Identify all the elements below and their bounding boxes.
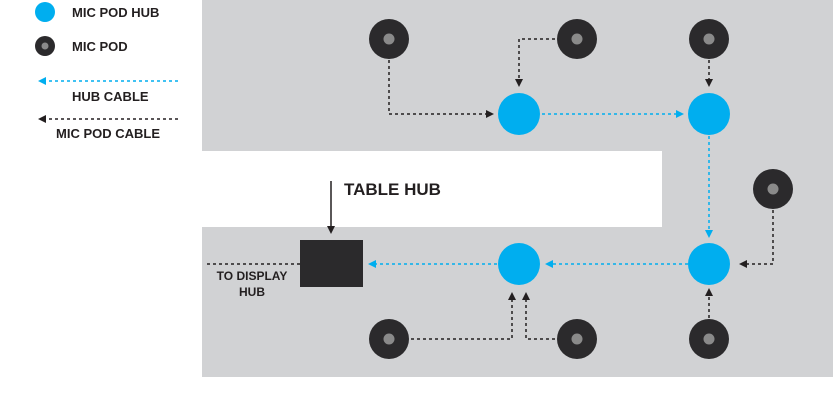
mic-pod-2 bbox=[557, 19, 597, 59]
legend-mic-pod-hub-label: MIC POD HUB bbox=[72, 5, 159, 20]
cable-pod2-to-hub1 bbox=[515, 38, 555, 87]
legend-hub-cable-label: HUB CABLE bbox=[72, 89, 149, 104]
cable-pod1-to-hub1 bbox=[388, 60, 494, 118]
to-display-label-line2: HUB bbox=[239, 285, 265, 299]
to-display-label-line1: TO DISPLAY bbox=[217, 269, 288, 283]
mic-pod-hub-1 bbox=[498, 93, 540, 135]
mic-pod-7 bbox=[689, 319, 729, 359]
mic-pod-hub-2 bbox=[688, 93, 730, 135]
table-hub-box bbox=[300, 240, 363, 287]
cable-pod4-to-hub3 bbox=[739, 210, 774, 268]
mic-pods bbox=[369, 19, 793, 359]
mic-pod-hubs bbox=[498, 93, 730, 285]
legend-mic-pod-hub-icon bbox=[35, 2, 55, 22]
mic-pod-4 bbox=[753, 169, 793, 209]
mic-pod-hub-3 bbox=[688, 243, 730, 285]
legend-mic-pod-cable-label: MIC POD CABLE bbox=[56, 126, 160, 141]
hub-cables bbox=[368, 110, 713, 268]
legend-mic-pod-label: MIC POD bbox=[72, 39, 128, 54]
mic-pod-3 bbox=[689, 19, 729, 59]
mic-pod-5 bbox=[369, 319, 409, 359]
table-hub-label: TABLE HUB bbox=[344, 180, 441, 199]
table-right-column bbox=[662, 151, 833, 227]
mic-pod-6 bbox=[557, 319, 597, 359]
legend: MIC POD HUB MIC POD HUB CABLE MIC POD CA… bbox=[35, 2, 178, 141]
mic-pod-1 bbox=[369, 19, 409, 59]
mic-pod-cables bbox=[206, 38, 774, 340]
mic-pod-hub-4 bbox=[498, 243, 540, 285]
legend-mic-pod-icon-center bbox=[41, 42, 49, 50]
